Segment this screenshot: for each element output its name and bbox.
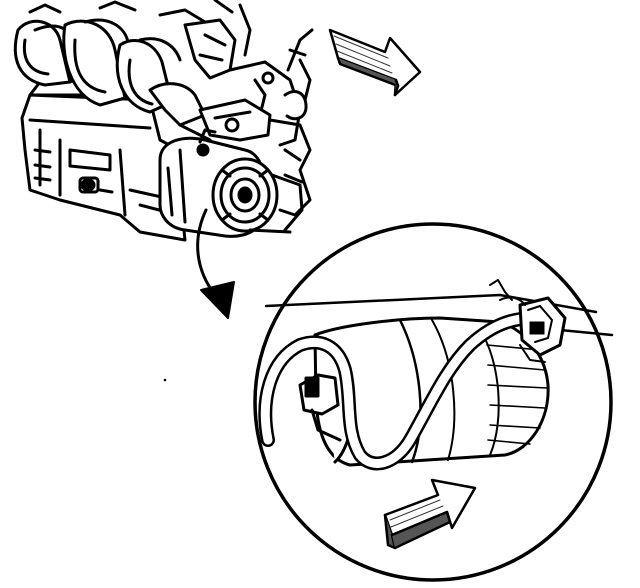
detail-view [253,222,614,582]
engine-block [20,78,187,242]
refrigerant-hose [258,311,552,471]
compressor-detail [298,316,550,467]
accessory-bracket [178,28,314,217]
block-arrow-right-up-icon [383,478,477,550]
mounting-rail [264,293,614,337]
compressor-on-engine [158,128,304,238]
block-arrow-right-down-icon [328,28,422,97]
speck-mark [163,378,167,382]
curved-callout-arrow-icon [196,208,235,319]
engine-assembly [13,0,314,319]
intake-manifold [13,0,252,127]
hose-fitting [489,279,567,363]
